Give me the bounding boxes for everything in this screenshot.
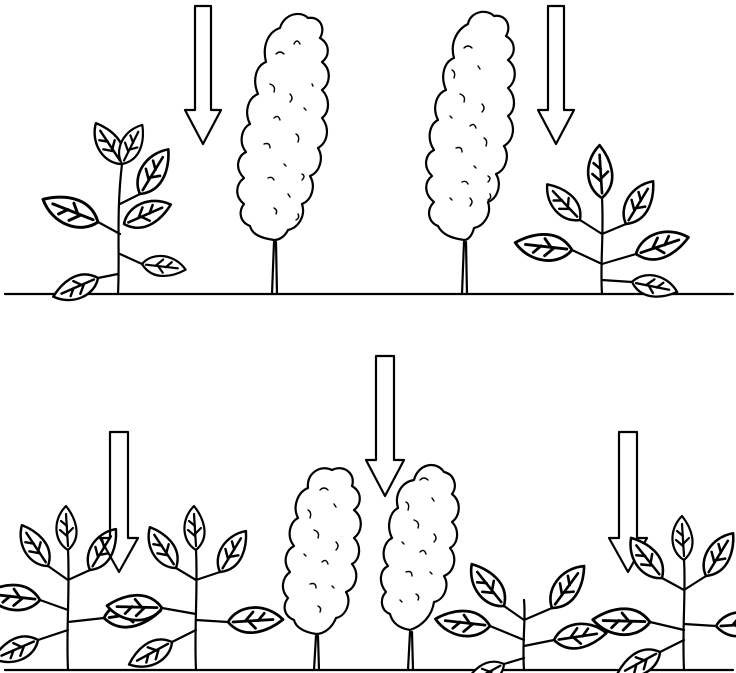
down-arrow (538, 6, 574, 144)
bean-plant (38, 117, 188, 306)
columnar-tree (283, 468, 361, 670)
columnar-tree (426, 12, 515, 294)
top-panel (5, 6, 733, 306)
down-arrow (185, 6, 221, 144)
columnar-tree (237, 14, 329, 294)
bean-plant (433, 557, 607, 673)
bean-plant (106, 506, 283, 673)
bean-plant (0, 506, 162, 670)
columnar-tree (381, 465, 459, 670)
bottom-panel (0, 356, 736, 673)
bean-plant (592, 516, 736, 673)
down-arrow (366, 356, 404, 496)
bean-plant (513, 145, 692, 302)
